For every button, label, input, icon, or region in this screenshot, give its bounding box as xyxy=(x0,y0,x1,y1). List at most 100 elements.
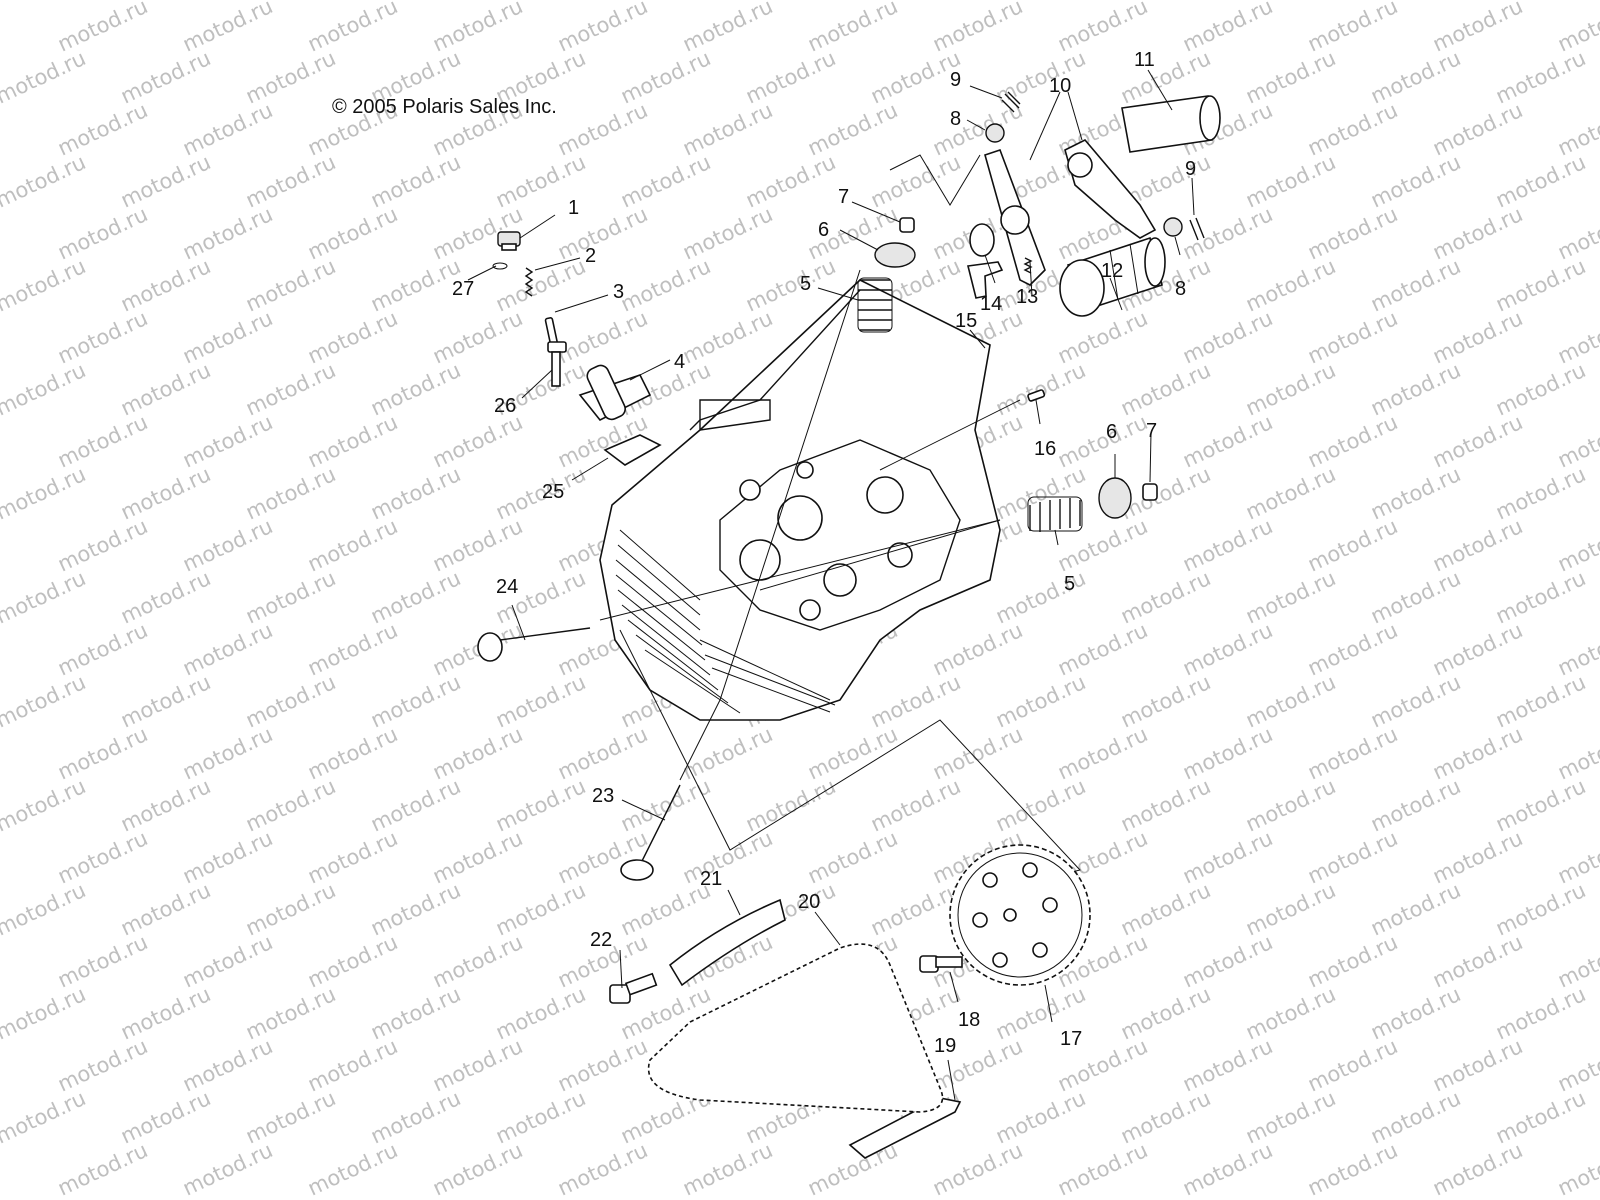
watermark-text: motod.ru xyxy=(1242,878,1339,940)
watermark-text: motod.ru xyxy=(117,566,214,628)
watermark-text: motod.ru xyxy=(1179,306,1276,368)
watermark-text: motod.ru xyxy=(117,774,214,836)
exhaust-valve xyxy=(620,784,681,881)
watermark-text: motod.ru xyxy=(992,46,1089,108)
callout-7-upper: 7 xyxy=(838,186,849,208)
watermark-text: motod.ru xyxy=(492,982,589,1044)
watermark-text: motod.ru xyxy=(929,722,1026,784)
tensioner-bolt xyxy=(547,341,567,387)
watermark-text: motod.ru xyxy=(304,722,401,784)
watermark-text: motod.ru xyxy=(117,358,214,420)
watermark-text: motod.ru xyxy=(492,670,589,732)
watermark-text: motod.ru xyxy=(929,0,1026,57)
watermark-text: motod.ru xyxy=(429,826,526,888)
callout-4: 4 xyxy=(674,351,685,373)
watermark-text: motod.ru xyxy=(1054,514,1151,576)
callout-16: 16 xyxy=(1034,438,1056,460)
watermark-text: motod.ru xyxy=(0,670,89,732)
callout-19: 19 xyxy=(934,1035,956,1057)
watermark-text: motod.ru xyxy=(0,46,89,108)
watermark-text: motod.ru xyxy=(1242,566,1339,628)
watermark-text: motod.ru xyxy=(1179,1034,1276,1096)
watermark-text: motod.ru xyxy=(367,462,464,524)
cam-chain-tensioner xyxy=(578,364,652,422)
adjuster-screw-right xyxy=(1189,217,1205,241)
callout-5-upper: 5 xyxy=(800,273,811,295)
watermark-text: motod.ru xyxy=(304,306,401,368)
watermark-text: motod.ru xyxy=(54,618,151,680)
valve-spring-upper xyxy=(857,277,893,333)
watermark-text: motod.ru xyxy=(429,410,526,472)
watermark-text: motod.ru xyxy=(1367,254,1464,316)
chain-guide-upper xyxy=(668,898,786,987)
watermark-text: motod.ru xyxy=(304,202,401,264)
watermark-text: motod.ru xyxy=(179,514,276,576)
watermark-text: motod.ru xyxy=(179,98,276,160)
watermark-text: motod.ru xyxy=(304,514,401,576)
watermark-text: motod.ru xyxy=(1429,202,1526,264)
watermark-text: motod.ru xyxy=(1242,670,1339,732)
watermark-text: motod.ru xyxy=(554,722,651,784)
watermark-text: motod.ru xyxy=(679,1138,776,1200)
watermark-text: motod.ru xyxy=(242,878,339,940)
watermark-text: motod.ru xyxy=(54,410,151,472)
watermark-text: motod.ru xyxy=(1304,618,1401,680)
watermark-text: motod.ru xyxy=(1242,462,1339,524)
watermark-text: motod.ru xyxy=(304,618,401,680)
callout-23: 23 xyxy=(592,785,614,807)
watermark-text: motod.ru xyxy=(367,774,464,836)
watermark-text: motod.ru xyxy=(492,254,589,316)
watermark-text: motod.ru xyxy=(179,618,276,680)
watermark-text: motod.ru xyxy=(1304,98,1401,160)
watermark-text: motod.ru xyxy=(492,878,589,940)
guide-bolt xyxy=(609,972,658,1004)
watermark-text: motod.ru xyxy=(1429,0,1526,57)
watermark-text: motod.ru xyxy=(304,1034,401,1096)
watermark-text: motod.ru xyxy=(1492,878,1589,940)
watermark-text: motod.ru xyxy=(367,566,464,628)
callout-26: 26 xyxy=(494,395,516,417)
watermark-text: motod.ru xyxy=(1367,1086,1464,1148)
watermark-text: motod.ru xyxy=(1429,722,1526,784)
watermark-text: motod.ru xyxy=(1429,1138,1526,1200)
watermark-text: motod.ru xyxy=(1367,982,1464,1044)
callout-3: 3 xyxy=(613,281,624,303)
watermark-text: motod.ru xyxy=(1117,670,1214,732)
watermark-text: motod.ru xyxy=(0,1086,89,1148)
watermark-text: motod.ru xyxy=(1429,514,1526,576)
decompressor-spring xyxy=(1023,257,1033,274)
callout-6-lower: 6 xyxy=(1106,421,1117,443)
watermark-text: motod.ru xyxy=(554,98,651,160)
watermark-text: motod.ru xyxy=(54,1034,151,1096)
watermark-text: motod.ru xyxy=(54,0,151,57)
adjuster-screw-upper xyxy=(1001,91,1021,113)
watermark-text: motod.ru xyxy=(1117,774,1214,836)
watermark-text: motod.ru xyxy=(617,46,714,108)
callout-14: 14 xyxy=(980,293,1002,315)
callout-7-lower: 7 xyxy=(1146,420,1157,442)
callout-9-upper: 9 xyxy=(950,69,961,91)
watermark-text: motod.ru xyxy=(867,150,964,212)
watermark-text: motod.ru xyxy=(242,982,339,1044)
watermark-text: motod.ru xyxy=(54,306,151,368)
watermark-text: motod.ru xyxy=(554,1138,651,1200)
watermark-text: motod.ru xyxy=(1429,826,1526,888)
watermark-text: motod.ru xyxy=(242,254,339,316)
watermark-text: motod.ru xyxy=(1429,306,1526,368)
rocker-shaft xyxy=(1121,95,1221,153)
watermark-text: motod.ru xyxy=(929,1138,1026,1200)
watermark-text: motod.ru xyxy=(1242,982,1339,1044)
watermark-text: motod.ru xyxy=(1179,618,1276,680)
watermark-text: motod.ru xyxy=(242,670,339,732)
watermark-text: motod.ru xyxy=(1367,670,1464,732)
leader-lines xyxy=(467,69,1195,1101)
callout-17: 17 xyxy=(1060,1028,1082,1050)
watermark-text: motod.ru xyxy=(1054,722,1151,784)
watermark-text: motod.ru xyxy=(617,254,714,316)
watermark-text: motod.ru xyxy=(1367,150,1464,212)
watermark-text: motod.ru xyxy=(0,774,89,836)
cam-sprocket xyxy=(949,844,1091,986)
watermark-text: motod.ru xyxy=(742,254,839,316)
watermark-text: motod.ru xyxy=(0,462,89,524)
watermark-text: motod.ru xyxy=(1242,254,1339,316)
